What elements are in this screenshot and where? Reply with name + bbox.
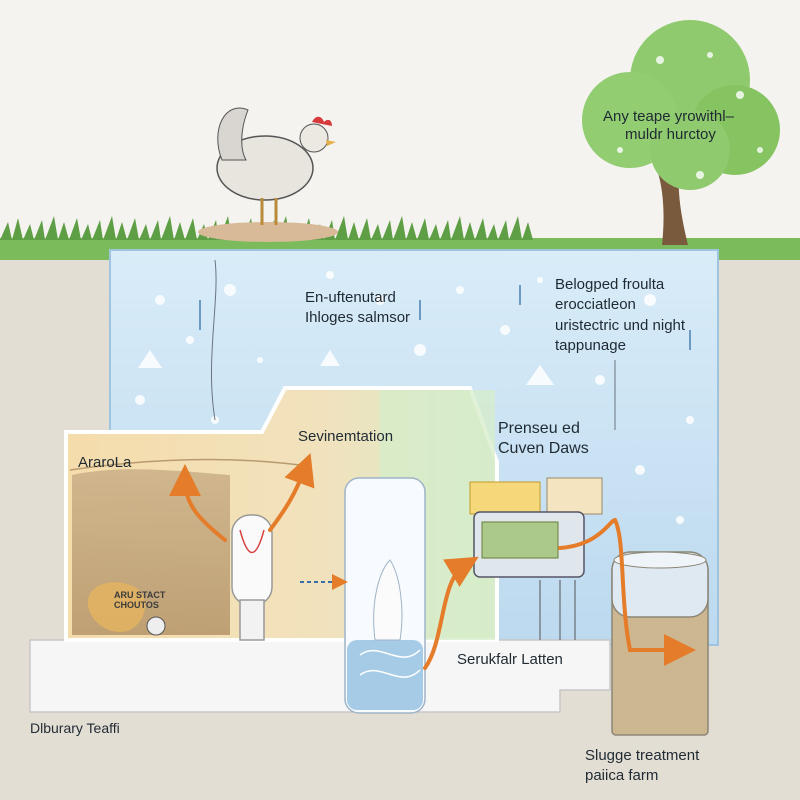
- water-right-label-line1: Belogped froulta: [555, 276, 665, 293]
- bottom-mid-label: Serukfalr Latten: [457, 651, 563, 668]
- pressure-label-line2: Cuven Daws: [498, 440, 589, 457]
- left-chamber-label: AraroLa: [78, 454, 132, 471]
- foundation-slab: [29, 639, 611, 713]
- water-left-label-line1: En-uftenutard: [305, 289, 396, 306]
- cylinder-tank-icon: [344, 477, 426, 714]
- sludge-tank-icon: [611, 551, 709, 736]
- sedimentation-label: Sevinemtation: [298, 428, 394, 445]
- pressure-unit: [469, 477, 603, 640]
- water-right-label-line4: tappunage: [555, 336, 626, 354]
- bottom-left-label: Dlburary Teaffi: [30, 720, 120, 736]
- small-logo-label: ARU STACT CHOUTOS: [114, 590, 166, 611]
- water-left-label-line2: Ihloges salmsor: [305, 308, 411, 326]
- chicken-icon: [198, 107, 338, 242]
- pressure-label: Prenseu ed Cuven Daws: [498, 419, 589, 459]
- water-right-label-line2: erocciatleon: [555, 296, 636, 314]
- tree-label: Any teape yrowithl– muldr hurctoy: [603, 108, 734, 144]
- small-logo-icon: [87, 582, 166, 636]
- small-logo-label-line2: CHOUTOS: [114, 599, 159, 610]
- tree-label-line2: muldr hurctoy: [625, 126, 716, 143]
- sludge-label-line2: paiica farm: [585, 766, 659, 784]
- small-filter-bottle: [231, 514, 273, 641]
- sludge-label: Slugge treatment paiica farm: [585, 746, 699, 785]
- water-right-label: Belogped froulta erocciatleon uristectri…: [555, 275, 685, 356]
- sludge-label-line1: Slugge treatment: [585, 747, 700, 764]
- tree-label-line1: Any teape yrowithl–: [603, 108, 734, 125]
- pressure-label-line1: Prenseu ed: [498, 420, 580, 437]
- water-right-label-line3: uristectric und night: [555, 316, 686, 334]
- small-logo-label-line1: ARU STACT: [114, 590, 166, 600]
- water-left-label: En-uftenutard Ihloges salmsor: [305, 288, 410, 327]
- tree-icon: [582, 20, 780, 245]
- flow-arrow-icon: [169, 452, 696, 670]
